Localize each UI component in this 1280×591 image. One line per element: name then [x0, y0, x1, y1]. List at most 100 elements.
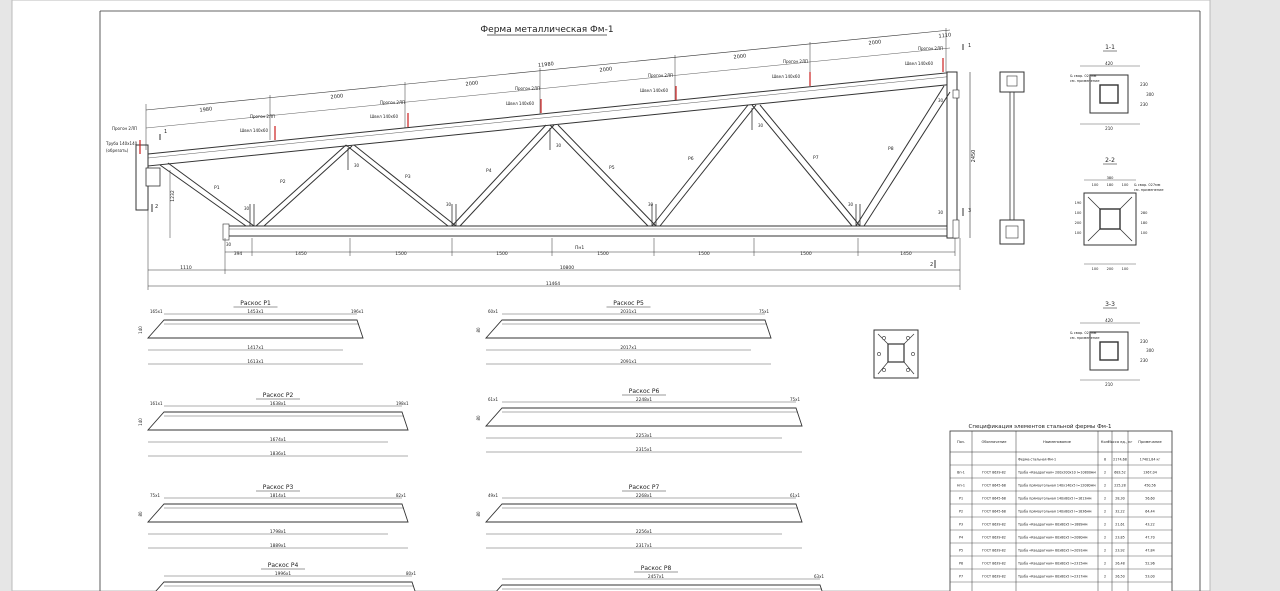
spec-cell-r3-c1: Нп-1 [957, 484, 965, 488]
section-1-title: 1-1 [1105, 44, 1115, 51]
section-2-dim-m: 100 [1075, 231, 1083, 235]
section-2-dim-k: 100 [1075, 211, 1083, 215]
brace-8-dim-right: 63х1 [814, 574, 824, 579]
brace-5-dim-top: 2031х1 [620, 309, 636, 315]
section-2-note2: см. применение [1134, 188, 1164, 192]
spec-header-6: Примечание [1138, 440, 1162, 444]
section-3-title: 3-3 [1105, 301, 1115, 308]
column-cap-plate [999, 71, 1025, 93]
spec-cell-r4-c5: 28,30 [1115, 497, 1124, 501]
web-member-p8-edge [863, 91, 951, 227]
base-bolt-hole-2 [906, 336, 910, 340]
web-member-p6 [651, 104, 749, 227]
brace-1-dim-right: 196х1 [351, 309, 364, 314]
web-label-p5: Р5 [609, 165, 615, 171]
spec-cell-r10-c3: Труба «Квадратная» 80х80х5 l=2317мм [1017, 575, 1088, 579]
brace-5-dim-height: 80 [476, 327, 481, 333]
spec-cell-r4-c6: 56,60 [1145, 497, 1154, 501]
brace-5-dim-overall: 2091х1 [620, 359, 636, 365]
web-member-p4-edge [459, 124, 555, 227]
web-member-p8 [855, 85, 945, 227]
spec-cell-r3-c3: Труба прямоугольная 140х140х5 l=12080мм [1017, 484, 1096, 488]
top-dim-6: 2000 [868, 39, 881, 46]
cut-mark-3: 3 [968, 208, 971, 214]
specification-table: Спецификация элементов стальной фермы Фм… [949, 423, 1173, 591]
spec-cell-r1-c6: 17401,84 кг [1140, 458, 1161, 462]
web-member-p5-edge [557, 124, 657, 227]
brace-8-outline [496, 584, 823, 591]
purlin-sub-4: Швел 140х60 [640, 88, 668, 93]
section-2-rib-tl [1087, 196, 1101, 210]
brace-6-dim-height: 80 [476, 415, 481, 421]
purlin-label-2: Прогон 2ЛП [380, 100, 405, 105]
spec-cell-r5-c6: 64,44 [1145, 510, 1154, 514]
base-bolt-hole-3 [882, 368, 886, 372]
spec-cell-r6-c2: ГОСТ 8639-82 [982, 523, 1006, 527]
spec-cell-r7-c3: Труба «Квадратная» 80х80х5 l=2080мм [1017, 536, 1088, 540]
section-2-dim-e: 200 [1107, 267, 1115, 271]
top-overall-dim: 11980 [538, 61, 554, 69]
section-1-dim-a: 230 [1140, 82, 1148, 87]
brace-3-dim-height: 80 [138, 511, 143, 517]
spec-cell-r10-c5: 26,50 [1115, 575, 1124, 579]
spec-cell-r8-c5: 23,92 [1115, 549, 1124, 553]
spec-cell-r2-c4: 2 [1104, 471, 1106, 475]
brace-7-dim-bottom: 2256х1 [636, 529, 652, 535]
bottom-dim-6: 1500 [698, 251, 710, 257]
brace-3-dim-right: 82х1 [396, 493, 406, 498]
bottom-dim-2: 1450 [295, 251, 307, 257]
section-1-tube [1099, 84, 1119, 104]
section-2-dim-b: 180 [1107, 183, 1115, 187]
section-2-dim-i: 100 [1141, 231, 1149, 235]
spec-cell-r9-c5: 26,48 [1115, 562, 1124, 566]
spec-cell-r2-c3: Труба «Квадратная» 200х200х10 l=10800мм [1017, 471, 1096, 475]
spec-cell-r4-c2: ГОСТ 8645-68 [982, 497, 1006, 501]
spec-header-5: Масса ед., кг [1108, 440, 1133, 444]
brace-2-dim-top: 1638х1 [270, 401, 286, 407]
brace-6-dim-left: 61х1 [488, 397, 498, 402]
spec-cell-r8-c1: Р5 [959, 549, 963, 553]
purlin-sub-6: Швел 140х60 [905, 61, 933, 66]
brace-6-dim-bottom: 2253х1 [636, 433, 652, 439]
top-dim-3: 2000 [465, 80, 478, 87]
section-2-title: 2-2 [1105, 157, 1115, 164]
spec-cell-r7-c2: ГОСТ 8639-82 [982, 536, 1006, 540]
section-2-rib-br [1119, 228, 1133, 242]
web-label-p2: Р2 [280, 179, 286, 185]
brace-1-outline [146, 319, 364, 339]
brace-4-dim-top: 1996х1 [275, 571, 291, 577]
section-1-note: & свар. 027мм [1070, 74, 1097, 78]
spec-cell-r6-c5: 21,61 [1115, 523, 1124, 527]
section-1-dim-bottom-value: 210 [1105, 126, 1113, 131]
web-label-p7: Р7 [813, 155, 819, 161]
brace-6-dim-overall: 2315х1 [636, 447, 652, 453]
column-base-inner [1005, 225, 1019, 239]
spec-cell-r6-c4: 2 [1104, 523, 1106, 527]
brace-8-title: Раскос Р8 [641, 565, 672, 572]
bottom-dim-7: 1500 [800, 251, 812, 257]
brace-6-title: Раскос Р6 [629, 388, 660, 395]
section-2-dim-l: 200 [1075, 221, 1083, 225]
brace-7-outline [484, 503, 803, 523]
top-dim-1: 1980 [199, 106, 212, 113]
brace-1-dim-height: 140 [138, 326, 143, 334]
section-2-dim-f: 100 [1122, 267, 1130, 271]
section-3-note2: см. применение [1070, 336, 1100, 340]
spec-header-2: Обозначение [982, 440, 1008, 444]
top-dim-5: 2000 [733, 53, 746, 60]
column-cap-inner [1006, 75, 1018, 87]
spec-cell-r5-c2: ГОСТ 8645-68 [982, 510, 1006, 514]
section-3-dim-width: 420 [1105, 318, 1113, 323]
angle-label-9: 30 [938, 210, 944, 215]
left-tube-label: Труба 140х140 [105, 141, 138, 146]
section-2-dim-c: 100 [1122, 183, 1130, 187]
spec-cell-r7-c5: 23,85 [1115, 536, 1124, 540]
section-3-dim-b: 300 [1146, 348, 1154, 353]
section-2-2: 2-2 380 100 180 100 100 200 100 280 180 … [1075, 157, 1164, 271]
column-side-view [999, 71, 1025, 245]
spec-border [949, 430, 1173, 591]
spec-cell-r4-c3: Труба прямоугольная 140х80х5 l=1613мм [1017, 497, 1092, 501]
spec-cell-r2-c5: 683,52 [1114, 471, 1126, 475]
